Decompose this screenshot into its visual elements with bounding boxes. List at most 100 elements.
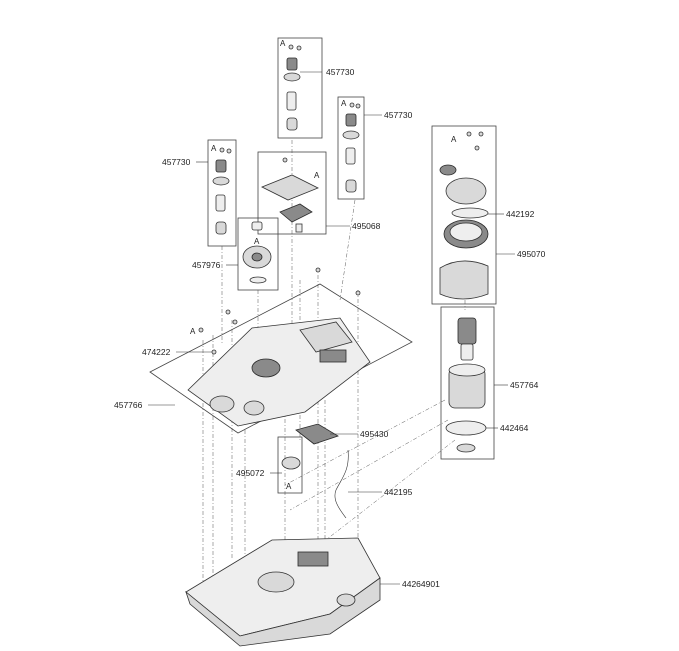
frame-457764	[440, 306, 495, 460]
callout-457730-top: 457730	[326, 67, 355, 77]
frame-495072	[277, 436, 303, 494]
spring	[345, 113, 357, 127]
screw	[315, 267, 321, 273]
marker-a: A	[451, 135, 457, 144]
screw-474222	[211, 349, 217, 355]
callout-495430: 495430	[360, 429, 389, 439]
ring-gear-inner	[449, 222, 483, 242]
frame-457766	[149, 283, 413, 434]
callout-442192: 442192	[506, 209, 535, 219]
base-44264901	[185, 537, 381, 647]
wheel-axle	[251, 221, 263, 231]
pump-motor-457764	[445, 317, 487, 453]
screw	[219, 147, 225, 153]
frame-457730-left	[207, 139, 237, 247]
motor-shaft	[460, 343, 474, 361]
callout-leaders	[148, 71, 515, 585]
filter-grid-495430	[295, 423, 339, 445]
screw	[282, 157, 288, 163]
cover-port-right	[243, 400, 265, 416]
callout-474222: 474222	[142, 347, 171, 357]
screw	[232, 319, 238, 325]
valve-kit-right	[342, 102, 361, 193]
marker-a: A	[280, 39, 286, 48]
valve-body	[215, 194, 226, 212]
screw	[226, 148, 232, 154]
callout-442195: 442195	[384, 487, 413, 497]
screw	[288, 44, 294, 50]
screw	[474, 145, 480, 151]
seal-disc	[456, 443, 476, 453]
callout-495070: 495070	[517, 249, 546, 259]
callout-495072: 495072	[236, 468, 265, 478]
valve-body	[345, 147, 356, 165]
marker-a: A	[254, 237, 260, 246]
valve-cap	[212, 176, 230, 186]
impeller-495072	[281, 456, 301, 470]
screw	[296, 45, 302, 51]
spring	[286, 57, 298, 71]
valve-kit-left	[212, 147, 232, 235]
motor-can-top	[448, 363, 486, 377]
pinion-gear	[439, 164, 457, 176]
valve-cap	[342, 130, 360, 140]
callout-457730-left: 457730	[162, 157, 191, 167]
callout-442464: 442464	[500, 423, 529, 433]
detail-markers: A A A A A A A A	[190, 39, 457, 491]
bracket-block	[279, 203, 313, 223]
base-pump-well	[257, 571, 295, 593]
callout-457764: 457764	[510, 380, 539, 390]
valve-body	[286, 91, 297, 111]
wheel-457976	[242, 221, 272, 284]
callout-457976: 457976	[192, 260, 221, 270]
frame-495070	[431, 125, 497, 305]
wheel-hub	[251, 252, 263, 262]
motor-housing	[439, 260, 489, 300]
kit-frames	[149, 37, 497, 494]
marker-a: A	[190, 327, 196, 336]
screw	[478, 131, 484, 137]
valve-seat	[286, 117, 298, 131]
callout-457730-right: 457730	[384, 110, 413, 120]
cable-442195	[334, 449, 349, 519]
frame-457730-top	[277, 37, 323, 139]
callout-495068: 495068	[352, 221, 381, 231]
part-callouts: 457730 457730 457730 442192 495068 49507…	[114, 67, 546, 589]
valve-kit-top	[283, 44, 302, 131]
gear-plate	[445, 177, 487, 205]
screw	[355, 103, 361, 109]
cover-impeller-seat	[251, 358, 281, 378]
marker-a: A	[341, 99, 347, 108]
cover-panel	[299, 321, 353, 353]
screw	[349, 102, 355, 108]
bracket-495068	[261, 157, 319, 233]
marker-a: A	[211, 144, 217, 153]
seal-ring	[451, 207, 489, 219]
screw	[198, 327, 204, 333]
top-cover-457766	[187, 317, 371, 427]
base-partition	[297, 551, 329, 567]
motor-rotor	[457, 317, 477, 345]
frame-457976	[237, 217, 279, 291]
callout-44264901: 44264901	[402, 579, 440, 589]
valve-cap	[283, 72, 301, 82]
frame-495068	[257, 151, 327, 235]
valve-seat	[345, 179, 357, 193]
valve-seat	[215, 221, 227, 235]
marker-a: A	[314, 171, 320, 180]
cover-vent	[319, 349, 347, 363]
base-port	[336, 593, 356, 607]
base-wall	[185, 577, 381, 647]
bracket-post	[295, 223, 303, 233]
small-parts	[198, 267, 361, 519]
frame-457730-right	[337, 96, 365, 200]
screw	[225, 309, 231, 315]
drive-kit-495070	[439, 131, 489, 300]
screw	[355, 290, 361, 296]
mounting-plate	[261, 174, 319, 201]
spring	[215, 159, 227, 173]
cover-port-left	[209, 395, 235, 413]
screw	[466, 131, 472, 137]
wheel-washer	[249, 276, 267, 284]
